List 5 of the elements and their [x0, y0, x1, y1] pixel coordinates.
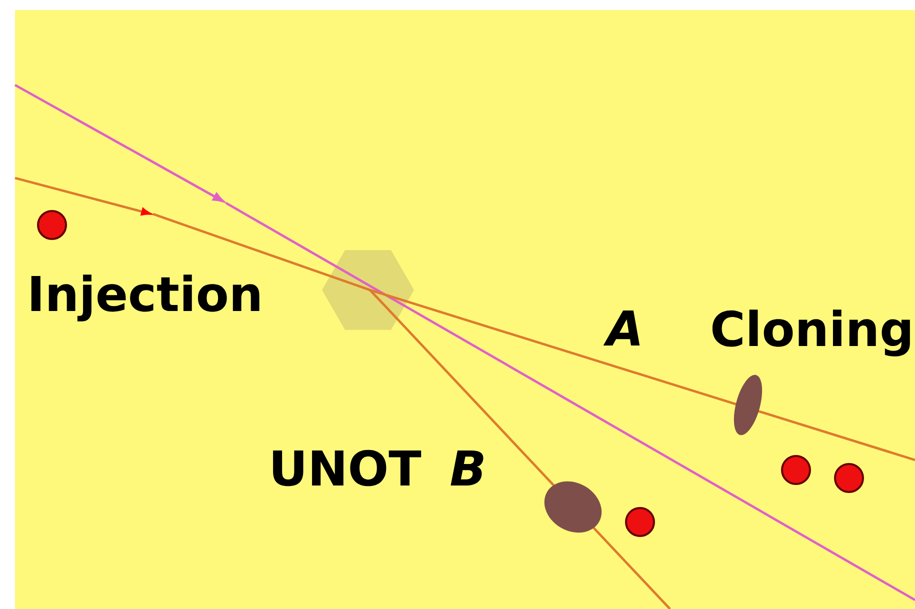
beam-label: Cloning [712, 310, 910, 356]
beam-label: B [450, 450, 484, 486]
beam-label: A [603, 310, 640, 346]
beam-label: Injection [31, 274, 260, 322]
beam-label: UNOT [273, 450, 422, 486]
